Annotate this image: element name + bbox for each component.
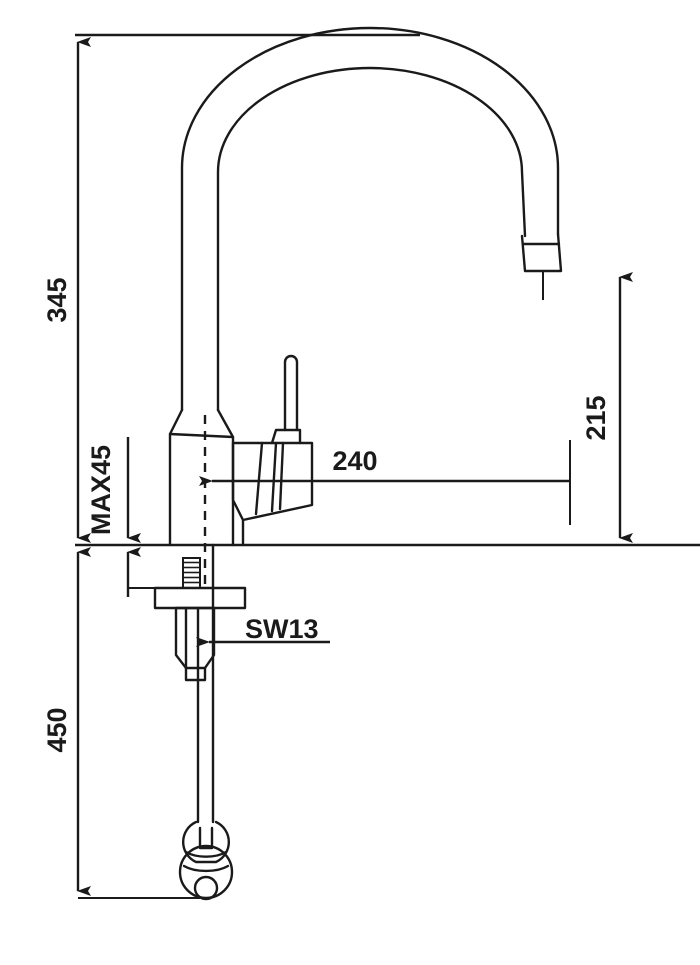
- lever-handle-block-seam-1: [254, 441, 264, 516]
- dimension-label-sw13: SW13: [245, 614, 319, 644]
- dimension-label-215: 215: [581, 395, 611, 440]
- dimension-label-345: 345: [42, 277, 72, 322]
- lever-handle-block-seam-2: [270, 441, 278, 513]
- reference-lines: [75, 33, 700, 547]
- body-shoulder-right: [216, 408, 235, 547]
- threaded-shank: [182, 557, 201, 589]
- dimension-label-450: 450: [42, 707, 72, 752]
- spout-outlet: [520, 232, 563, 273]
- lever-handle-neck: [270, 428, 302, 445]
- fixing-nut: [174, 606, 216, 670]
- lever-handle-block-seam-3: [278, 441, 285, 511]
- dimension-label-240: 240: [332, 446, 377, 476]
- body-shoulder: [168, 408, 184, 547]
- hose-connector-rib-1: [184, 850, 228, 858]
- hose-connector-bulb: [178, 844, 234, 900]
- lever-handle-rod: [283, 354, 299, 432]
- dimension-label-max45: MAX45: [86, 445, 116, 535]
- mounting-flange: [153, 586, 247, 610]
- gooseneck-spout-inner: [216, 66, 527, 412]
- hose-connector-hole: [193, 875, 219, 901]
- body-shoulder-band: [168, 432, 235, 439]
- fixing-nut-tip: [184, 666, 207, 682]
- hose-connector-rib-2: [182, 864, 230, 873]
- hose-connector-collar: [182, 820, 230, 864]
- gooseneck-spout-outer: [180, 26, 560, 412]
- witness-lines: [78, 271, 571, 899]
- hose-connector-slot: [198, 826, 214, 850]
- dimension-lines: [76, 37, 633, 896]
